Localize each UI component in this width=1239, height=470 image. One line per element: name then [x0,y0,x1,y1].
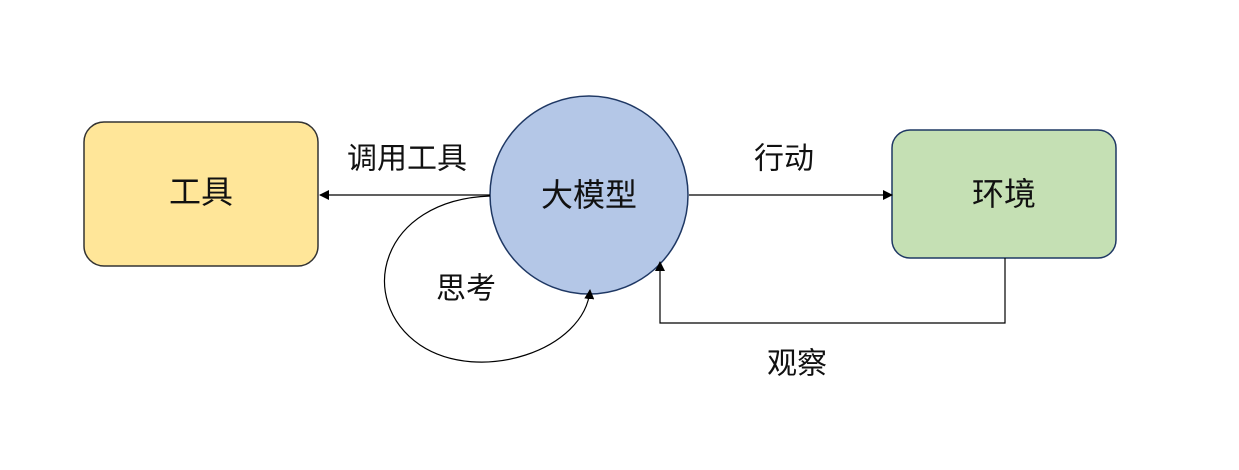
environment-node: 环境 [891,129,1117,259]
model-node: 大模型 [489,95,689,295]
action-label: 行动 [754,142,814,177]
observe-arrow [655,258,1006,324]
model-label: 大模型 [541,176,637,214]
environment-label: 环境 [972,175,1036,213]
think-label: 思考 [436,272,496,307]
tool-box [83,121,319,267]
observe-label: 观察 [767,347,827,382]
call-tool-label: 调用工具 [347,142,467,177]
think-loop-arrow [384,195,595,363]
tool-node: 工具 [83,121,319,267]
tool-label: 工具 [169,173,233,211]
